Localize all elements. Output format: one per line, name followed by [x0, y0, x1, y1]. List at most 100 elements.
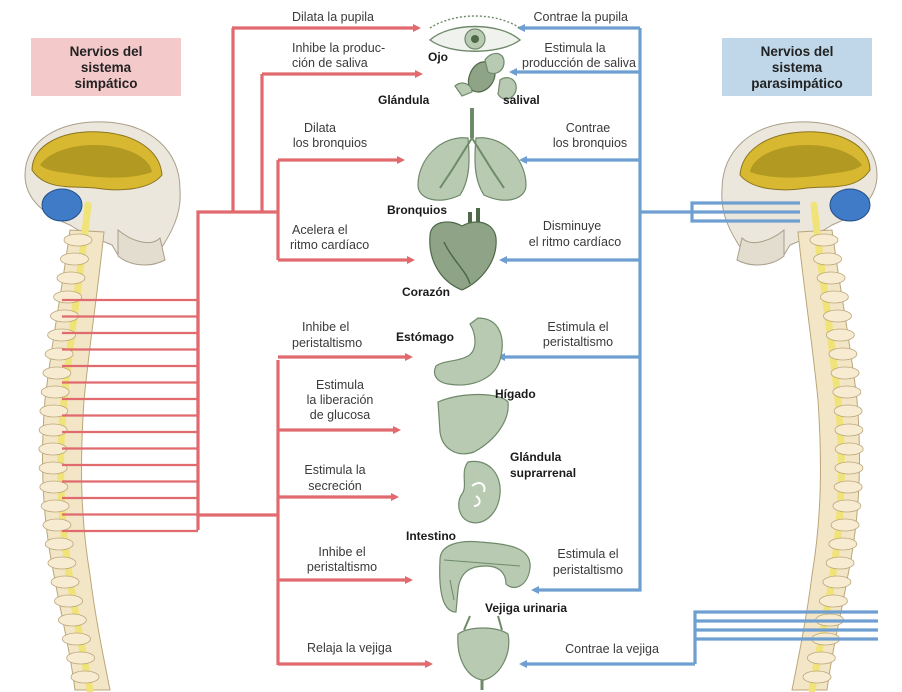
sympathetic-header-line-3: simpático	[74, 76, 137, 91]
parasympathetic-bus	[618, 28, 640, 590]
left-vertebra	[64, 234, 92, 246]
symp-label-saliva-1: Inhibe la produc-	[292, 41, 385, 55]
left-vertebra	[41, 500, 69, 512]
right-vertebra	[834, 481, 862, 493]
right-vertebra	[803, 671, 831, 683]
symp-label-liver-3: de glucosa	[310, 408, 371, 422]
symp-label-bronchi-2: los bronquios	[293, 136, 367, 150]
para-label-heart-2: el ritmo cardíaco	[529, 235, 621, 249]
organ-label-gland-right: salival	[503, 93, 540, 107]
organ-label-heart: Corazón	[402, 285, 450, 299]
para-label-intestine-2: peristaltismo	[553, 563, 623, 577]
right-vertebra	[835, 443, 863, 455]
symp-label-bladder: Relaja la vejiga	[307, 641, 392, 655]
symp-label-liver-2: la liberación	[307, 393, 374, 407]
symp-label-stomach-2: peristaltismo	[292, 336, 362, 350]
right-vertebra	[823, 576, 851, 588]
organ-label-bladder: Vejiga urinaria	[485, 601, 567, 615]
sympathetic-upper-trunk	[198, 212, 233, 415]
symp-label-heart-1: Acelera el	[292, 223, 348, 237]
organ-label-eye: Ojo	[428, 50, 448, 64]
parasympathetic-header-line-3: parasimpático	[751, 76, 843, 91]
para-label-saliva-1: Estimula la	[544, 41, 605, 55]
left-vertebra	[43, 367, 71, 379]
right-vertebra	[831, 367, 859, 379]
organ-label-liver: Hígado	[495, 387, 536, 401]
symp-label-intestine-2: peristaltismo	[307, 560, 377, 574]
left-vertebra	[41, 386, 69, 398]
left-vertebra	[62, 633, 90, 645]
para-label-bronchi-2: los bronquios	[553, 136, 627, 150]
left-vertebra	[57, 272, 85, 284]
right-vertebra	[829, 538, 857, 550]
sympathetic-upper-bus	[232, 28, 233, 212]
sympathetic-header-line-2: sistema	[81, 60, 132, 75]
left-vertebra	[45, 538, 73, 550]
organ-label-intestine: Intestino	[406, 529, 456, 543]
right-vertebra	[833, 500, 861, 512]
right-vertebra	[826, 557, 854, 569]
stomach-illustration	[435, 318, 503, 385]
left-vertebra	[48, 329, 76, 341]
right-skull-spine-figure	[722, 122, 877, 690]
right-vertebra	[835, 424, 863, 436]
symp-label-heart-2: ritmo cardíaco	[290, 238, 369, 252]
para-label-bladder: Contrae la vejiga	[565, 642, 659, 656]
parasympathetic-sacral-fibers	[695, 612, 878, 664]
organ-label-adrenal-2: suprarrenal	[510, 466, 576, 480]
right-cerebellum	[830, 189, 870, 221]
left-vertebra	[51, 576, 79, 588]
sympathetic-header: Nervios del sistema simpático	[31, 38, 181, 96]
organ-label-stomach: Estómago	[396, 330, 454, 344]
right-vertebra	[823, 310, 851, 322]
left-vertebra	[43, 519, 71, 531]
para-label-stomach-1: Estimula el	[547, 320, 608, 334]
para-label-heart-1: Disminuye	[543, 219, 601, 233]
left-vertebra	[48, 557, 76, 569]
left-cerebellum	[42, 189, 82, 221]
adrenal-kidney-illustration	[459, 461, 500, 522]
symp-label-bronchi-1: Dilata	[304, 121, 336, 135]
eye-illustration	[430, 16, 520, 51]
liver-illustration	[438, 395, 508, 454]
right-vertebra	[829, 348, 857, 360]
para-label-stomach-2: peristaltismo	[543, 335, 613, 349]
left-vertebra	[54, 291, 82, 303]
para-label-saliva-2: producción de saliva	[522, 56, 636, 70]
parasympathetic-header-line-2: sistema	[772, 60, 823, 75]
organ-label-adrenal-1: Glándula	[510, 450, 562, 464]
right-vertebra	[810, 234, 838, 246]
right-vertebra	[820, 291, 848, 303]
bladder-illustration	[458, 616, 509, 690]
organ-label-bronchi: Bronquios	[387, 203, 447, 217]
right-vertebra	[817, 272, 845, 284]
symp-label-adrenal-2: secreción	[308, 479, 362, 493]
heart-illustration	[430, 208, 496, 290]
symp-label-pupil: Dilata la pupila	[292, 10, 374, 24]
left-vertebra	[71, 671, 99, 683]
right-vertebra	[831, 519, 859, 531]
left-vertebra	[67, 652, 95, 664]
left-vertebra	[39, 424, 67, 436]
right-vertebra	[819, 595, 847, 607]
right-vertebra	[834, 405, 862, 417]
para-label-bronchi-1: Contrae	[566, 121, 611, 135]
symp-label-adrenal-1: Estimula la	[304, 463, 365, 477]
symp-label-saliva-2: ción de saliva	[292, 56, 368, 70]
para-label-intestine-1: Estimula el	[557, 547, 618, 561]
symp-label-liver-1: Estimula	[316, 378, 364, 392]
right-vertebra	[826, 329, 854, 341]
parasympathetic-header-line-1: Nervios del	[761, 44, 834, 59]
right-vertebra	[814, 253, 842, 265]
lungs-illustration	[418, 108, 526, 200]
left-vertebra	[40, 481, 68, 493]
right-vertebra	[807, 652, 835, 664]
right-vertebra	[833, 386, 861, 398]
para-label-pupil: Contrae la pupila	[533, 10, 628, 24]
right-vertebra	[835, 462, 863, 474]
left-vertebra	[58, 614, 86, 626]
left-vertebra	[55, 595, 83, 607]
sympathetic-header-line-1: Nervios del	[70, 44, 143, 59]
symp-label-intestine-1: Inhibe el	[318, 545, 365, 559]
